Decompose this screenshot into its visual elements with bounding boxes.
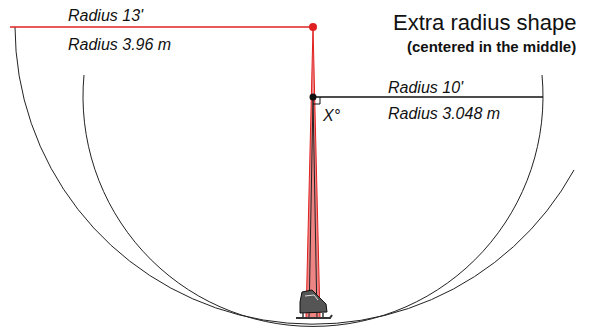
dimension-label: Radius 10'	[388, 80, 463, 96]
inner-center-dot	[310, 94, 317, 101]
outer-radius-wedge	[306, 27, 320, 318]
inner-radius-leg	[309, 97, 313, 318]
diagram-title: Extra radius shape	[393, 12, 576, 34]
outer-radius-line	[10, 26, 313, 28]
dimension-label: Radius 3.048 m	[388, 106, 500, 122]
inner-radius-leg	[313, 97, 317, 318]
outer-center-dot	[309, 23, 317, 31]
inner-radius-line	[313, 96, 543, 98]
skate-icon	[296, 290, 332, 318]
outer-radius-arc	[15, 27, 574, 324]
subtitle: (centered in the middle)	[407, 39, 576, 54]
angle-label: X°	[323, 108, 340, 124]
dimension-label: Radius 13'	[68, 8, 143, 24]
dimension-label: Radius 3.96 m	[68, 37, 171, 53]
